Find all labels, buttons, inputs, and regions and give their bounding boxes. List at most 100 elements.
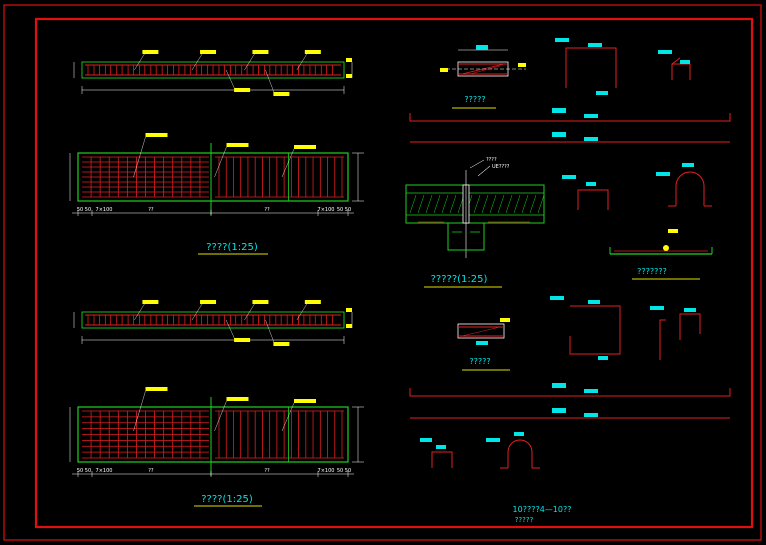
leader-tag bbox=[294, 145, 316, 149]
footer-note-2: ????? bbox=[515, 516, 534, 524]
leader-line bbox=[133, 390, 146, 432]
edge-tag bbox=[346, 308, 352, 312]
stirrup bbox=[223, 314, 231, 326]
leader-tag bbox=[145, 387, 168, 391]
rebar-shape-stirrup-4 bbox=[650, 306, 701, 360]
stirrup bbox=[155, 314, 163, 326]
stirrup bbox=[178, 314, 186, 326]
dim-spacing-left: 7×100 bbox=[96, 468, 113, 474]
leader-tag bbox=[234, 338, 251, 342]
outer-frame bbox=[3, 4, 762, 541]
leader-line bbox=[214, 400, 227, 432]
leader-tag bbox=[304, 300, 321, 304]
leader-line bbox=[296, 53, 308, 71]
anchor-bar-detail bbox=[609, 229, 713, 255]
section-detail-b bbox=[457, 318, 510, 345]
rebar-shape-small-1 bbox=[420, 438, 453, 468]
rebar-shape-hook-1 bbox=[562, 175, 609, 210]
hatch-line bbox=[417, 194, 425, 214]
stirrup bbox=[292, 314, 299, 326]
leader-line bbox=[214, 146, 227, 178]
stirrup bbox=[212, 314, 220, 326]
joint-note-2: UE???? bbox=[492, 164, 510, 170]
stirrup bbox=[246, 64, 254, 76]
leader-line bbox=[134, 53, 145, 71]
stirrup bbox=[235, 314, 243, 326]
slab-outline bbox=[77, 152, 349, 202]
footer-note-1: 10????4—10?? bbox=[513, 505, 572, 514]
stirrup bbox=[258, 64, 265, 76]
leader-tag bbox=[294, 399, 316, 403]
beam-elevation-1 bbox=[73, 50, 353, 97]
long-bar-3 bbox=[409, 383, 731, 397]
hatch-line bbox=[497, 194, 505, 214]
rebar-shape-stirrup-3 bbox=[550, 296, 621, 360]
slab-outline bbox=[77, 406, 349, 463]
stirrup bbox=[280, 314, 288, 326]
stirrup bbox=[303, 314, 311, 326]
stirrup bbox=[314, 64, 322, 76]
beam-outline bbox=[81, 61, 345, 79]
dim-span-left: ?? bbox=[148, 207, 154, 213]
rebar-shape-arch-1 bbox=[656, 163, 712, 207]
inner-frame bbox=[34, 17, 754, 529]
stirrup bbox=[87, 314, 95, 326]
beam-outline bbox=[81, 311, 345, 329]
leader-line bbox=[265, 69, 276, 97]
dim-span-left: ?? bbox=[148, 468, 154, 474]
stirrup bbox=[87, 64, 95, 76]
stirrup bbox=[98, 314, 106, 326]
stirrup bbox=[258, 314, 265, 326]
stirrup bbox=[178, 64, 186, 76]
leader-tag bbox=[226, 397, 249, 401]
leader-line bbox=[296, 303, 308, 321]
long-bar-2 bbox=[410, 132, 730, 143]
stirrup bbox=[292, 64, 299, 76]
joint-note-1: ???? bbox=[486, 157, 497, 163]
plan-title-2: ????(1:25) bbox=[201, 494, 253, 505]
section-b-title: ????? bbox=[469, 357, 490, 366]
hatch-line bbox=[521, 194, 529, 214]
hatch-line bbox=[513, 194, 521, 214]
stirrup bbox=[223, 64, 231, 76]
expansion-joint-detail bbox=[405, 159, 545, 258]
stirrup bbox=[110, 64, 118, 76]
long-bar-4 bbox=[410, 408, 730, 419]
stirrup bbox=[269, 314, 277, 326]
stirrup bbox=[110, 314, 118, 326]
hatch-line bbox=[425, 194, 433, 214]
stirrup bbox=[326, 64, 334, 76]
stirrup bbox=[314, 314, 322, 326]
leader-tag bbox=[200, 300, 217, 304]
dim-end-left: 50 50 bbox=[77, 468, 91, 474]
leader-tag bbox=[273, 92, 290, 96]
stirrup bbox=[144, 314, 152, 326]
stirrup bbox=[201, 314, 209, 326]
stirrup bbox=[121, 64, 129, 76]
leader-tag bbox=[252, 300, 269, 304]
hatch-line bbox=[537, 194, 545, 214]
leader-line bbox=[133, 136, 146, 178]
long-bar-1 bbox=[409, 108, 731, 122]
hatch-line bbox=[529, 194, 537, 214]
hatch-line bbox=[505, 194, 513, 214]
leader-tag bbox=[142, 300, 159, 304]
stirrup bbox=[144, 64, 152, 76]
leader-tag bbox=[142, 50, 159, 54]
leader-line bbox=[244, 53, 255, 71]
leader-tag bbox=[200, 50, 217, 54]
hatch-line bbox=[409, 194, 417, 214]
stirrup bbox=[167, 314, 174, 326]
hatch-line bbox=[433, 194, 441, 214]
stirrup bbox=[98, 64, 106, 76]
edge-tag bbox=[346, 74, 352, 78]
dim-span-right: ?? bbox=[264, 207, 270, 213]
rebar-shape-arch-2 bbox=[486, 432, 540, 469]
stirrup bbox=[303, 64, 311, 76]
rebar-shape-stirrup-1 bbox=[555, 38, 617, 95]
plan-title-1: ????(1:25) bbox=[206, 242, 258, 253]
dim-end-right: 50 50 bbox=[337, 468, 351, 474]
hatch-line bbox=[481, 194, 489, 214]
